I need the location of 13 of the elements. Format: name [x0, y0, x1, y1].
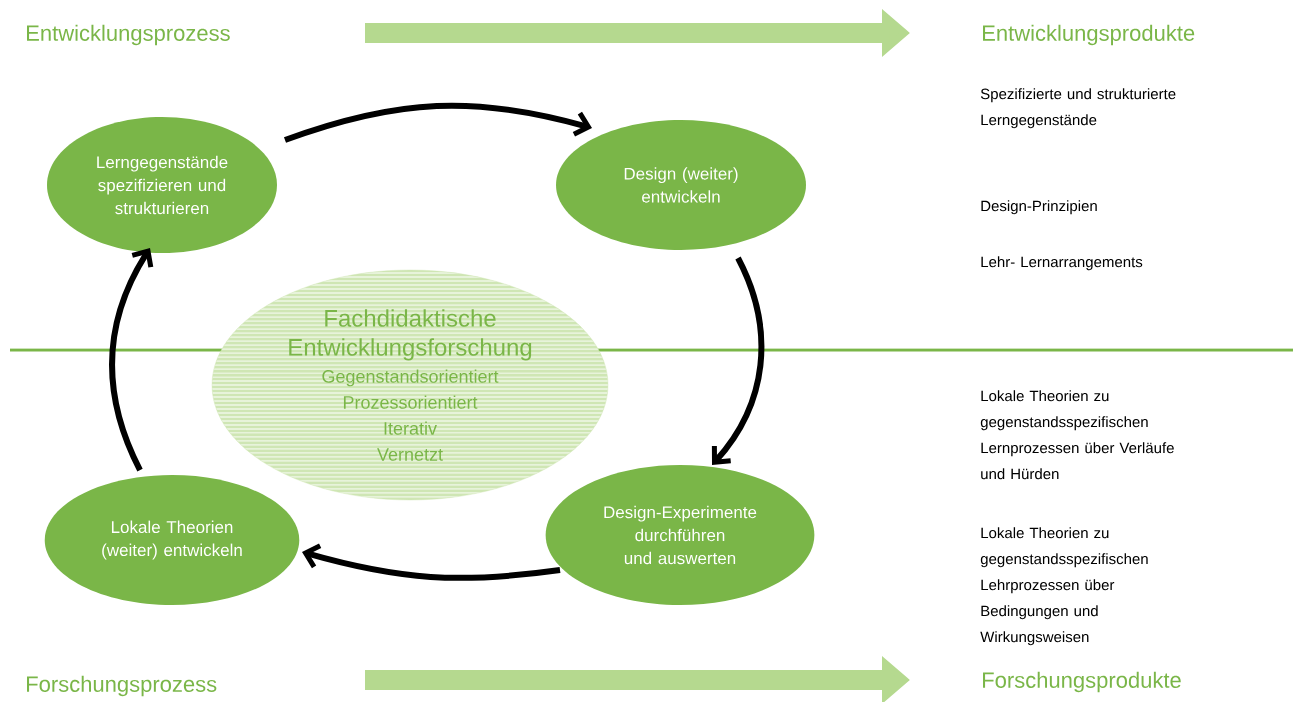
heading: Forschungsprodukte: [983, 671, 1181, 693]
product-text: Lokale Theorien zu gegenstandsspezifischen Lernprozessen über Verläufe und Hürden: [980, 390, 1174, 480]
heading: Forschungsprozess: [27, 675, 217, 697]
cycle-arrow: [109, 248, 154, 472]
product-text: Lokale Theorien zu gegenstandsspezifischen Lehrprozessen über Bedingungen und Wirkungsweisen: [980, 527, 1148, 646]
heading: Entwicklungsprodukte: [983, 24, 1195, 46]
product-text: Spezifizierte und strukturierte Lerngegenstände: [980, 88, 1176, 129]
cycle-arrow: [711, 256, 765, 465]
heading: Entwicklungsprozess: [27, 24, 230, 46]
product-text: Lehr- Lernarrangements: [981, 256, 1143, 271]
cycle-arrow: [284, 102, 592, 143]
cycle-arrow: [302, 543, 561, 581]
product-text: Design-Prinzipien: [981, 200, 1097, 215]
